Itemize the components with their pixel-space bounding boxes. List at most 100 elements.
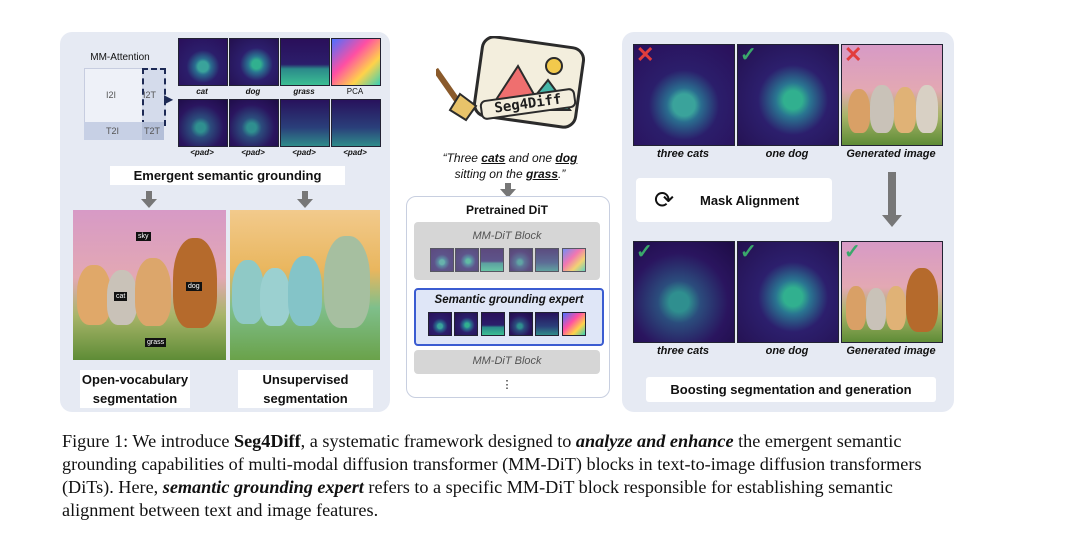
quad-i2i [84,68,144,124]
mini-map [562,312,586,336]
attention-map-pad-1 [178,99,228,147]
check-icon: ✓ [740,44,757,66]
check-icon: ✓ [740,241,757,263]
quad-i2t-label: I2T [143,90,157,100]
caption-emph1: analyze and enhance [575,431,734,451]
cat-figure [135,258,171,326]
grounding-title: Emergent semantic grounding [110,166,345,185]
generated-image-before [841,44,943,146]
mask-three-cats-before [633,44,735,146]
attention-map-pad-3 [280,99,330,147]
map-label-pad-4: <pad> [343,148,367,157]
mask-alignment-box [636,178,832,222]
map-label-cat: cat [196,87,208,96]
block-top-label: MM-DiT Block [472,230,542,242]
open-vocab-segmentation-image: sky cat dog grass [73,210,226,360]
prompt-arrow-stem [505,183,511,189]
seg-tag-sky: sky [136,232,151,241]
caption-part1: , a systematic framework designed to [300,431,576,451]
ellipsis: ⋮ [501,379,513,391]
mask-three-cats-after [633,241,735,343]
right-arrow-stem [888,172,896,216]
arrow-left-down-icon [141,199,157,208]
expert-label: Semantic grounding expert [434,294,584,306]
map-label-pad-1: <pad> [190,148,214,157]
prompt-grass: grass [526,167,559,181]
refresh-cycle-icon: ⟳ [654,187,675,214]
brush-logo-icon [433,35,586,129]
cross-icon: ✕ [636,42,655,67]
prompt-end: .” [558,167,566,181]
boost-label: Boosting segmentation and generation [646,377,936,402]
label-one-dog-1: one dog [765,148,809,160]
cat-figure [886,286,906,330]
seg4diff-logo: Seg4Diff [433,35,586,136]
prompt-line2: sitting on the [454,167,526,181]
attention-map-cat [178,38,228,86]
mini-map [481,312,505,336]
seg-tag-dog: dog [186,282,202,291]
open-vocab-label: Open-vocabulary segmentation [80,370,190,408]
block-bottom-label: MM-DiT Block [472,355,542,367]
cat-figure [916,85,938,133]
label-one-dog-2: one dog [765,345,809,357]
mini-map [428,312,452,336]
caption-part3: refers to a specific MM-DiT block respon… [62,477,893,520]
cat-figure [866,288,886,330]
seg-tag-grass: grass [145,338,167,347]
mini-map [535,248,559,272]
unsupervised-label: Unsupervised segmentation [238,370,373,408]
arrow-left-stem [146,191,152,199]
quad-i2i-label: I2I [106,90,117,100]
cat-figure [870,85,894,133]
label-generated-1: Generated image [846,148,936,160]
generated-image-after [841,241,943,343]
prompt-mid: and one [505,151,556,165]
caption-prefix: Figure 1: We introduce [62,431,234,451]
map-label-dog: dog [245,87,261,96]
mask-alignment-label: Mask Alignment [700,193,800,208]
map-label-pad-3: <pad> [292,148,316,157]
check-icon: ✓ [844,241,861,263]
attention-matrix: I2I I2T T2I T2T [84,68,166,142]
seg-tag-cat: cat [114,292,128,301]
attention-map-pca [331,38,381,86]
arrow-right-down-icon [297,199,313,208]
cat-figure [894,87,916,133]
cat-figure [260,268,290,326]
label-generated-2: Generated image [846,345,936,357]
mm-attention-label: MM-Attention [90,52,150,63]
map-label-pca: PCA [346,87,364,96]
mm-dit-block-bottom: MM-DiT Block [414,350,600,374]
unsupervised-segmentation-image [230,210,380,360]
mini-map [455,248,479,272]
prompt-arrow-down-icon [500,189,516,198]
cat-figure [77,265,111,325]
cat-figure [288,256,322,326]
label-three-cats-2: three cats [657,345,709,357]
prompt-text: “Three cats and one dog sitting on the g… [425,150,595,182]
cat-figure [848,89,870,133]
figure-caption: Figure 1: We introduce Seg4Diff, a syste… [62,430,962,522]
dog-figure [906,268,938,332]
map-label-pad-2: <pad> [241,148,265,157]
prompt-cats: cats [481,151,506,165]
mini-map [509,248,533,272]
cat-figure [232,260,264,324]
prompt-pre: “Three [442,151,482,165]
mini-map [509,312,533,336]
mini-map [562,248,586,272]
quad-t2t [142,122,164,140]
mini-map [454,312,478,336]
i2t-arrow-icon: ▶ [164,92,174,106]
caption-emph2: semantic grounding expert [162,477,364,497]
attention-map-pad-4 [331,99,381,147]
mask-one-dog-after [737,241,839,343]
check-icon: ✓ [636,241,653,263]
cat-figure [846,286,866,330]
arrow-right-stem [302,191,308,199]
quad-t2i [84,122,142,140]
mask-one-dog-before [737,44,839,146]
right-arrow-down-icon [882,215,902,227]
attention-map-grass [280,38,330,86]
